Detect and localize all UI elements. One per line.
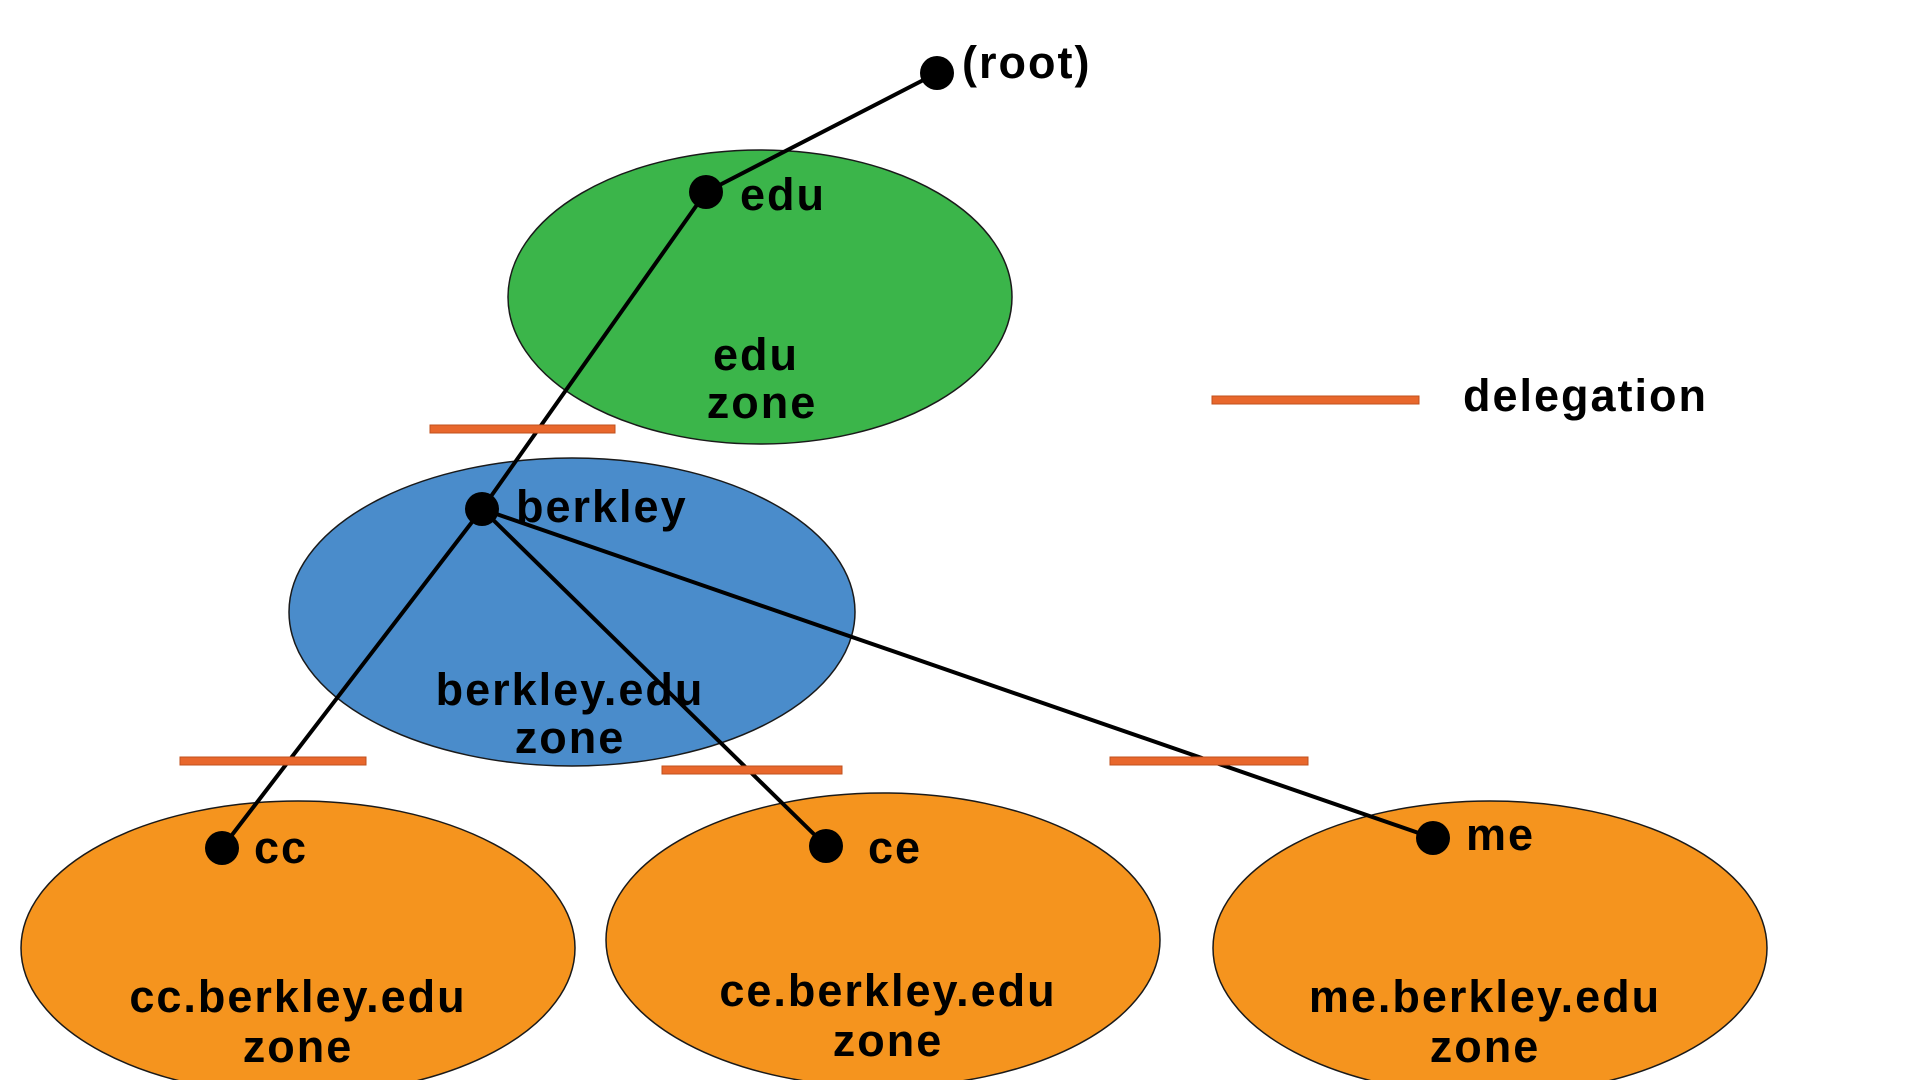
- legend-delegation-label: delegation: [1463, 370, 1708, 421]
- legend-delegation-swatch: [1211, 395, 1420, 405]
- cc-zone-ellipse: [20, 800, 576, 1080]
- ce-zone-ellipse: [605, 792, 1161, 1080]
- node-berkley-label: berkley: [516, 481, 688, 532]
- edge-berkley-me: [480, 507, 1435, 840]
- cc-zone-label-line2: zone: [243, 1021, 354, 1072]
- node-edu-label: edu: [740, 169, 826, 220]
- me-zone-label-line2: zone: [1430, 1021, 1541, 1072]
- me-zone-ellipse: [1212, 800, 1768, 1080]
- tree-nodes: [205, 56, 1450, 865]
- ce-zone-label-line2: zone: [833, 1015, 944, 1066]
- tree-edges: [220, 71, 1435, 850]
- node-berkley-dot: [465, 492, 499, 526]
- node-cc-dot: [205, 831, 239, 865]
- node-ce-label: ce: [868, 822, 922, 873]
- berkley-zone-label-line1: berkley.edu: [436, 664, 705, 715]
- delegation-marker-berkley-me: [1109, 756, 1309, 766]
- node-me-dot: [1416, 821, 1450, 855]
- delegation-markers: [179, 395, 1420, 775]
- berkley-zone-ellipse: [288, 457, 856, 767]
- berkley-zone-label-line2: zone: [515, 712, 626, 763]
- delegation-marker-edu-berkley: [429, 424, 616, 434]
- node-me-label: me: [1466, 809, 1535, 860]
- edge-berkley-ce: [480, 507, 828, 848]
- edu-zone-label-line2: zone: [707, 377, 818, 428]
- edu-zone-ellipse: [507, 149, 1013, 445]
- node-cc-label: cc: [254, 822, 308, 873]
- delegation-marker-berkley-cc: [179, 756, 367, 766]
- cc-zone-label-line1: cc.berkley.edu: [129, 971, 466, 1022]
- edge-berkley-cc: [220, 507, 484, 850]
- node-edu-dot: [689, 175, 723, 209]
- edge-root-edu: [704, 71, 939, 194]
- node-ce-dot: [809, 829, 843, 863]
- node-root-dot: [920, 56, 954, 90]
- ce-zone-label-line1: ce.berkley.edu: [719, 965, 1056, 1016]
- node-root-label: (root): [962, 37, 1091, 88]
- edge-edu-berkley: [480, 190, 708, 511]
- me-zone-label-line1: me.berkley.edu: [1309, 971, 1661, 1022]
- delegation-marker-berkley-ce: [661, 765, 843, 775]
- edu-zone-label-line1: edu: [713, 329, 799, 380]
